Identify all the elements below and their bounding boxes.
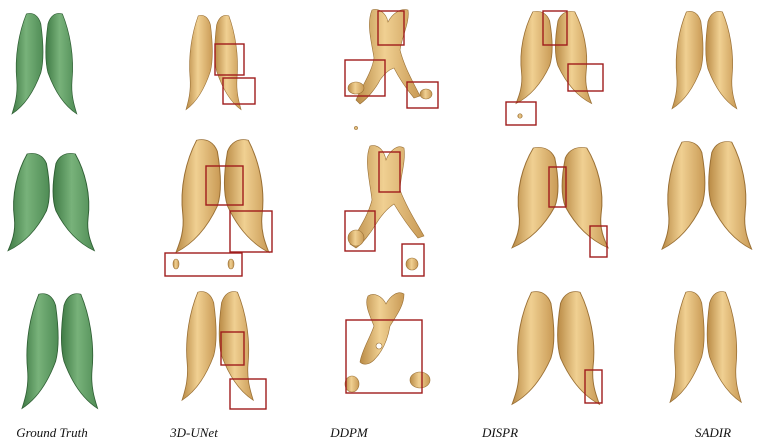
unet-row2 [172, 138, 270, 270]
caption-sadir: SADIR [694, 425, 732, 440]
error-box [345, 319, 423, 394]
gt-row2 [7, 152, 96, 252]
caption-ground-truth: Ground Truth [16, 425, 88, 440]
error-boxes-row3 [220, 319, 603, 410]
sadir-row1 [671, 10, 738, 110]
ddpm-row3 [344, 292, 431, 393]
error-box [542, 10, 568, 46]
dispr-row1 [515, 10, 593, 119]
gt-row3 [21, 292, 99, 410]
caption-dispr: DISPR [481, 425, 519, 440]
error-box [222, 77, 256, 105]
unet-row1 [185, 14, 242, 111]
gt-row1 [11, 12, 78, 115]
error-box [344, 59, 386, 97]
error-box [567, 63, 604, 92]
error-box [205, 165, 244, 206]
error-box [229, 378, 267, 410]
ddpm-row2 [347, 145, 425, 271]
error-box [377, 10, 405, 46]
error-box [584, 369, 603, 404]
error-box [214, 43, 245, 76]
error-boxes-row1 [214, 10, 604, 126]
dispr-row2 [511, 146, 610, 249]
caption-ddpm: DDPM [330, 425, 368, 440]
ddpm-row1 [347, 9, 433, 130]
dispr-row3 [511, 290, 601, 406]
error-box [164, 252, 243, 277]
caption-3d-unet: 3D-UNet [170, 425, 218, 440]
error-boxes-row2 [164, 151, 608, 277]
error-box [401, 243, 425, 277]
error-box [344, 210, 376, 252]
error-box [378, 151, 401, 193]
error-box [406, 81, 439, 109]
error-box [589, 225, 608, 258]
error-box [229, 210, 273, 253]
unet-row3 [181, 290, 254, 401]
error-box [548, 166, 567, 208]
error-box [505, 101, 537, 126]
sadir-row2 [661, 140, 753, 251]
sadir-row3 [669, 290, 742, 403]
error-box [220, 331, 245, 366]
